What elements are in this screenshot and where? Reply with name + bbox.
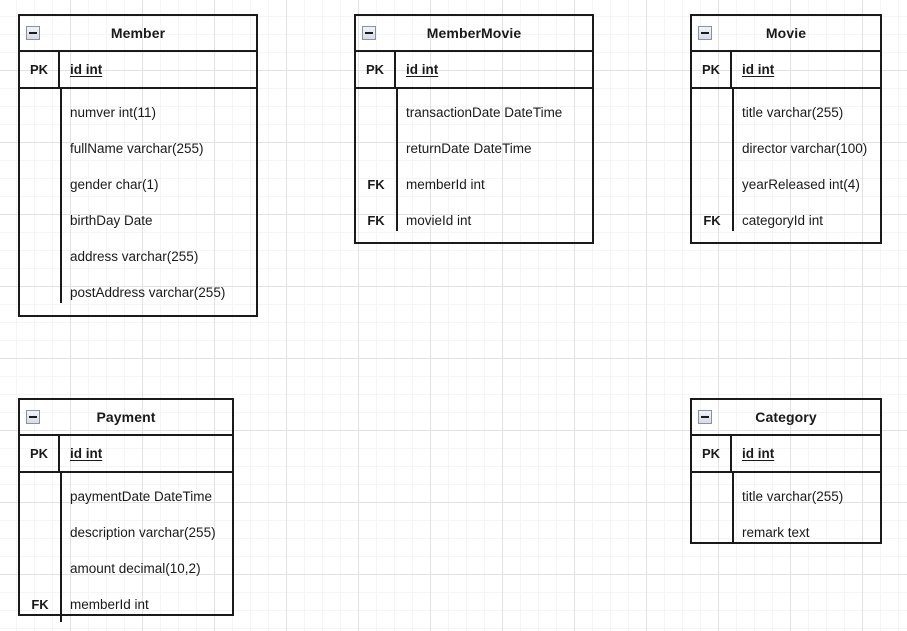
entity-key-row[interactable]: PK id int <box>692 436 880 473</box>
entity-name-label: Movie <box>765 25 807 41</box>
entity-title-bar-membermovie[interactable]: MemberMovie <box>356 16 592 52</box>
key-constraint-label: PK <box>692 436 732 471</box>
attribute-label: title varchar(255) <box>742 488 844 504</box>
attribute-label: id int <box>70 446 103 461</box>
attribute-row[interactable]: birthDay Date <box>20 202 256 238</box>
entity-title-bar-member[interactable]: Member <box>20 16 256 52</box>
entity-attributes-body: title varchar(255) director varchar(100) y… <box>692 89 880 238</box>
attribute-label: amount decimal(10,2) <box>70 560 201 576</box>
attribute-row[interactable]: FK memberId int <box>20 586 232 622</box>
key-constraint-label: FK <box>31 596 49 612</box>
attribute-label: gender char(1) <box>70 176 159 192</box>
attribute-row[interactable]: transactionDate DateTime <box>356 94 592 130</box>
attribute-label: address varchar(255) <box>70 248 199 264</box>
attribute-label: memberId int <box>70 596 149 612</box>
attribute-row[interactable]: gender char(1) <box>20 166 256 202</box>
attribute-row[interactable]: paymentDate DateTime <box>20 478 232 514</box>
attribute-label: description varchar(255) <box>70 524 216 540</box>
entity-title-bar-movie[interactable]: Movie <box>692 16 880 52</box>
key-constraint-label: FK <box>367 212 385 228</box>
attribute-label: categoryId int <box>742 212 824 228</box>
attribute-row[interactable]: remark text <box>692 514 880 550</box>
attribute-label: title varchar(255) <box>742 104 844 120</box>
attribute-label: remark text <box>742 524 810 540</box>
entity-attributes-body: numver int(11) fullName varchar(255) gende… <box>20 89 256 310</box>
collapse-minus-icon[interactable] <box>698 410 712 424</box>
attribute-row[interactable]: fullName varchar(255) <box>20 130 256 166</box>
entity-key-row[interactable]: PK id int <box>20 436 232 473</box>
attribute-label: paymentDate DateTime <box>70 488 213 504</box>
entity-key-row[interactable]: PK id int <box>692 52 880 89</box>
attribute-row[interactable]: numver int(11) <box>20 94 256 130</box>
key-constraint-label: FK <box>367 176 385 192</box>
collapse-minus-icon[interactable] <box>26 26 40 40</box>
attribute-row[interactable]: amount decimal(10,2) <box>20 550 232 586</box>
entity-name-label: Member <box>110 25 166 41</box>
collapse-minus-icon[interactable] <box>362 26 376 40</box>
column-divider <box>732 473 734 543</box>
entity-title-bar-payment[interactable]: Payment <box>20 400 232 436</box>
attribute-label: id int <box>742 62 775 77</box>
key-constraint-label: PK <box>20 52 60 87</box>
attribute-label: postAddress varchar(255) <box>70 284 226 300</box>
attribute-label: yearReleased int(4) <box>742 176 860 192</box>
attribute-label: returnDate DateTime <box>406 140 532 156</box>
key-constraint-label: PK <box>356 52 396 87</box>
attribute-row[interactable]: returnDate DateTime <box>356 130 592 166</box>
key-constraint-label: FK <box>703 212 721 228</box>
entity-name-label: Category <box>755 409 817 425</box>
key-constraint-label: PK <box>20 436 60 471</box>
attribute-row[interactable]: title varchar(255) <box>692 478 880 514</box>
attribute-label: fullName varchar(255) <box>70 140 204 156</box>
column-divider <box>732 89 734 231</box>
entity-key-row[interactable]: PK id int <box>356 52 592 89</box>
attribute-label: memberId int <box>406 176 485 192</box>
column-divider <box>396 89 398 231</box>
column-divider <box>60 473 62 622</box>
attribute-row[interactable]: title varchar(255) <box>692 94 880 130</box>
attribute-row[interactable]: address varchar(255) <box>20 238 256 274</box>
entity-attributes-body: title varchar(255) remark text <box>692 473 880 550</box>
attribute-row[interactable]: description varchar(255) <box>20 514 232 550</box>
attribute-label: birthDay Date <box>70 212 153 228</box>
collapse-minus-icon[interactable] <box>698 26 712 40</box>
entity-attributes-body: transactionDate DateTime returnDate DateT… <box>356 89 592 238</box>
entity-key-row[interactable]: PK id int <box>20 52 256 89</box>
attribute-row[interactable]: yearReleased int(4) <box>692 166 880 202</box>
collapse-minus-icon[interactable] <box>26 410 40 424</box>
attribute-row[interactable]: director varchar(100) <box>692 130 880 166</box>
attribute-row[interactable]: FK categoryId int <box>692 202 880 238</box>
key-constraint-label: PK <box>692 52 732 87</box>
column-divider <box>60 89 62 303</box>
attribute-label: numver int(11) <box>70 104 157 120</box>
attribute-label: movieId int <box>406 212 472 228</box>
entity-name-label: MemberMovie <box>426 25 522 41</box>
attribute-row[interactable]: postAddress varchar(255) <box>20 274 256 310</box>
entity-name-label: Payment <box>96 409 156 425</box>
attribute-row[interactable]: FK movieId int <box>356 202 592 238</box>
attribute-label: id int <box>406 62 439 77</box>
attribute-label: id int <box>742 446 775 461</box>
entity-title-bar-category[interactable]: Category <box>692 400 880 436</box>
attribute-row[interactable]: FK memberId int <box>356 166 592 202</box>
attribute-label: director varchar(100) <box>742 140 868 156</box>
entity-attributes-body: paymentDate DateTime description varchar(… <box>20 473 232 622</box>
attribute-label: transactionDate DateTime <box>406 104 563 120</box>
attribute-label: id int <box>70 62 103 77</box>
